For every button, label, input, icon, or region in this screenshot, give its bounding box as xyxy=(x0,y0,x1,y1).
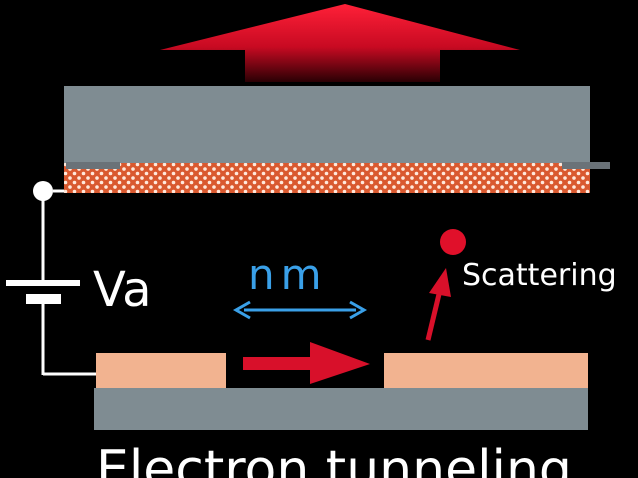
electrode-right xyxy=(384,353,588,388)
phosphor-layer xyxy=(64,163,590,193)
battery-plate-short xyxy=(26,294,61,304)
lower-substrate xyxy=(94,388,588,430)
voltage-label: Va xyxy=(93,262,152,318)
electrode-left xyxy=(96,353,226,388)
caption: Electron tunneling xyxy=(96,440,572,478)
anode-contact xyxy=(33,181,53,201)
gap-double-arrow-icon xyxy=(232,300,368,320)
battery-plate-long xyxy=(6,280,80,286)
electron-dot-icon xyxy=(440,229,466,255)
gap-label: nm xyxy=(248,250,328,299)
emission-arrow-icon xyxy=(160,4,520,82)
anode-pad-left xyxy=(66,162,120,169)
anode-pad-right xyxy=(562,162,610,169)
scattering-arrow-icon xyxy=(425,268,451,341)
tunneling-arrow-icon xyxy=(243,342,370,384)
scattering-label: Scattering xyxy=(462,258,617,293)
upper-plate xyxy=(64,86,590,166)
